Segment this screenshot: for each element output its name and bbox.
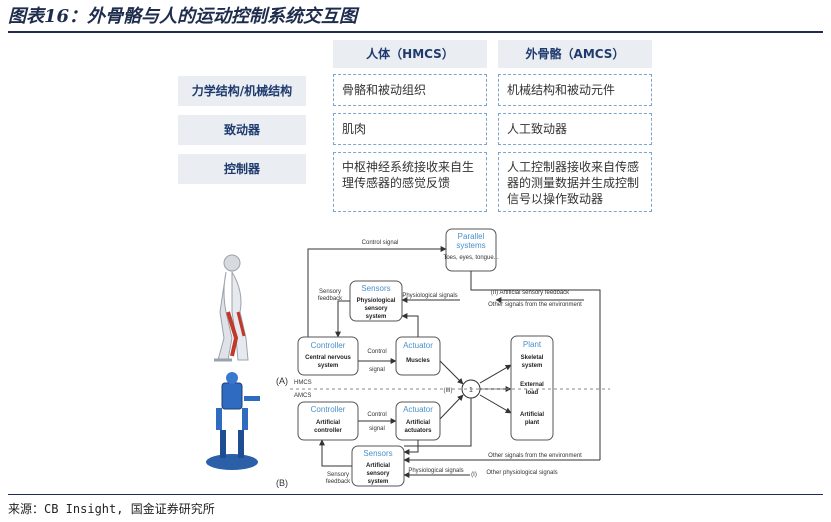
bottom-rule — [8, 494, 823, 495]
parallel-title-1: Parallel — [458, 232, 485, 241]
svg-text:Plant: Plant — [523, 340, 542, 349]
svg-text:Artificial: Artificial — [366, 463, 390, 469]
svg-text:Central nervous: Central nervous — [305, 355, 351, 361]
svg-text:sensory: sensory — [366, 471, 390, 477]
cell-exo-actuator: 人工致动器 — [498, 113, 652, 145]
parallel-title-2: systems — [456, 241, 485, 250]
svg-text:system: system — [522, 363, 543, 369]
svg-text:Sensors: Sensors — [361, 284, 390, 293]
svg-text:Actuator: Actuator — [403, 405, 433, 414]
other-env-top: Other signals from the environment — [488, 302, 582, 308]
svg-text:system: system — [366, 314, 387, 320]
physiological-signals-bottom: Physiological signals — [408, 468, 463, 474]
svg-text:system: system — [318, 363, 339, 369]
svg-text:plant: plant — [525, 420, 539, 426]
actuator-bottom-box: Actuator Artificial actuators — [395, 401, 441, 441]
sensors-bottom-box: Sensors Artificial sensory system — [351, 445, 405, 487]
control-signal-small-top-2: signal — [369, 367, 385, 373]
svg-text:Physiological: Physiological — [357, 298, 396, 304]
human-figure-illustration — [214, 254, 249, 362]
figure-title: 图表16：外骨骼与人的运动控制系统交互图 — [8, 6, 358, 27]
header-human: 人体（HMCS） — [333, 40, 487, 68]
svg-text:sensory: sensory — [364, 306, 388, 312]
cell-human-controller: 中枢神经系统接收来自生理传感器的感觉反馈 — [333, 152, 487, 212]
svg-text:Muscles: Muscles — [406, 358, 430, 364]
sensory-feedback-top-2: feedback — [318, 296, 343, 302]
cell-human-actuator: 肌肉 — [333, 113, 487, 145]
sensors-top-box: Sensors Physiological sensory system — [349, 280, 403, 322]
svg-text:Artificial: Artificial — [406, 420, 430, 426]
svg-text:Artificial: Artificial — [316, 420, 340, 426]
hmcs-label: HMCS — [294, 380, 312, 386]
sensory-feedback-bottom-2: feedback — [326, 479, 351, 485]
roman-one: (I) — [471, 472, 477, 478]
control-signal-small-bottom: Control — [367, 412, 386, 418]
controller-bottom-box: Controller Artificial controller — [297, 401, 359, 441]
row-label-controller: 控制器 — [178, 154, 306, 184]
control-signal-small-bottom-2: signal — [369, 426, 385, 432]
actuator-top-box: Actuator Muscles — [395, 336, 441, 376]
label-a: (A) — [276, 376, 288, 386]
artificial-feedback-label: (II) Artificial sensory feedback — [491, 290, 570, 296]
label-b: (B) — [276, 478, 288, 488]
svg-text:load: load — [526, 390, 539, 396]
sensory-feedback-bottom: Sensory — [327, 472, 349, 478]
svg-text:Sensors: Sensors — [363, 449, 392, 458]
control-signal-label: Control signal — [362, 240, 399, 246]
svg-text:Skeletal: Skeletal — [521, 355, 544, 361]
roman-three: (III) — [444, 388, 453, 394]
cell-exo-controller: 人工控制器接收来自传感器的测量数据并生成控制信号以操作致动器 — [498, 152, 652, 212]
parallel-systems-box: Parallel systems Toes, eyes, tongue... — [443, 228, 499, 272]
plant-box: Plant Skeletal system External load Arti… — [510, 335, 554, 441]
cell-exo-structure: 机械结构和被动元件 — [498, 74, 652, 106]
physiological-signals-top: Physiological signals — [402, 293, 457, 299]
cell-human-structure: 骨骼和被动组织 — [333, 74, 487, 106]
row-label-structure: 力学结构/机械结构 — [178, 76, 306, 106]
svg-text:Controller: Controller — [311, 341, 346, 350]
row-label-actuator: 致动器 — [178, 115, 306, 145]
other-env-bottom: Other signals from the environment — [488, 453, 582, 459]
svg-text:actuators: actuators — [404, 428, 432, 434]
exoskeleton-robot-illustration — [206, 372, 260, 470]
svg-text:Controller: Controller — [311, 405, 346, 414]
svg-text:Artificial: Artificial — [520, 412, 544, 418]
svg-text:External: External — [520, 382, 544, 388]
svg-text:Actuator: Actuator — [403, 341, 433, 350]
other-physio-label: Other physiological signals — [486, 470, 557, 476]
title-rule — [8, 31, 823, 33]
parallel-sub: Toes, eyes, tongue... — [443, 255, 499, 261]
controller-top-box: Controller Central nervous system — [297, 336, 359, 376]
svg-text:system: system — [368, 479, 389, 485]
amcs-label: AMCS — [294, 393, 311, 399]
source-note: 来源：CB Insight, 国金证券研究所 — [8, 502, 215, 516]
svg-text:controller: controller — [314, 428, 342, 434]
control-signal-small-top: Control — [367, 349, 386, 355]
summation-one: 1 — [469, 387, 473, 394]
sensory-feedback-top: Sensory — [319, 289, 341, 295]
header-exoskeleton: 外骨骼（AMCS） — [498, 40, 652, 68]
